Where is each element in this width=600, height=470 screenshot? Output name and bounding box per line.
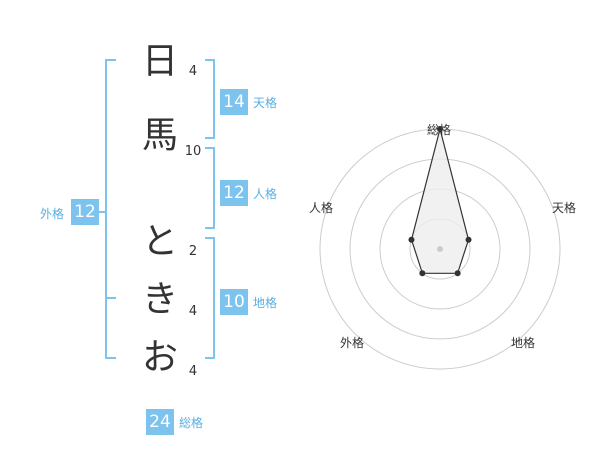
radar-axis-label-soukaku: 総格 — [427, 123, 452, 137]
radar-axis-label-chikaku: 地格 — [511, 336, 536, 350]
radar-axis-label-gaikaku: 外格 — [340, 336, 365, 350]
tenkaku-label: 天格 — [253, 96, 278, 110]
soukaku-label: 総格 — [179, 416, 204, 430]
stroke-count-3: 2 — [188, 244, 198, 259]
gaikaku-value-badge: 12 — [71, 199, 99, 225]
radar-series-polygon — [410, 128, 470, 274]
jinkaku-bracket — [205, 147, 215, 229]
radar-point-5 — [408, 236, 415, 243]
name-char-1: 日 — [141, 41, 178, 82]
stroke-count-4: 4 — [188, 304, 198, 319]
name-char-5: お — [141, 337, 178, 378]
radar-axis-label-tenkaku: 天格 — [552, 201, 577, 215]
tenkaku-bracket — [205, 59, 215, 139]
stroke-count-5: 4 — [188, 364, 198, 379]
soukaku-value-badge: 24 — [146, 409, 174, 435]
stroke-count-2: 10 — [184, 144, 202, 159]
chikaku-value-badge: 10 — [220, 289, 248, 315]
radar-center-dot — [437, 246, 443, 252]
radar-point-2 — [465, 236, 472, 243]
radar-point-1 — [437, 126, 443, 132]
gaikaku-label: 外格 — [40, 207, 65, 221]
jinkaku-value-badge: 12 — [220, 180, 248, 206]
jinkaku-label: 人格 — [253, 187, 278, 201]
chikaku-label: 地格 — [253, 296, 278, 310]
radar-axis-label-jinkaku: 人格 — [309, 201, 334, 215]
stroke-count-1: 4 — [188, 64, 198, 79]
name-char-2: 馬 — [141, 115, 178, 156]
chikaku-bracket — [205, 237, 215, 359]
radar-point-3 — [454, 270, 461, 277]
radar-point-4 — [419, 270, 426, 277]
name-char-3: と — [141, 221, 178, 262]
tenkaku-value-badge: 14 — [220, 89, 248, 115]
name-char-4: き — [141, 279, 178, 320]
gaikaku-bracket — [105, 59, 116, 359]
